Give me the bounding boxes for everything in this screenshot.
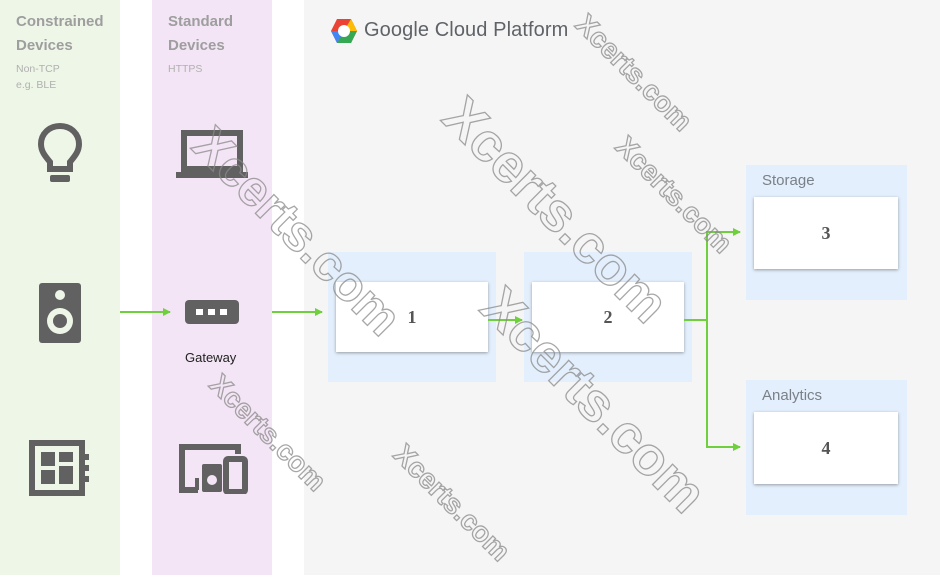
analytics-label: Analytics [762, 387, 823, 404]
gateway-label: Gateway [185, 350, 237, 365]
box-2-label: 2 [603, 306, 613, 327]
constrained-subtitle-line2: e.g. BLE [16, 79, 57, 91]
box-1: 1 [336, 282, 488, 352]
box-4: 4 [754, 412, 898, 484]
constrained-devices-title: Constrained Devices [16, 13, 104, 54]
storage-label: Storage [762, 172, 815, 189]
standard-devices-title: Standard Devices [168, 13, 234, 54]
laptop-icon [176, 130, 248, 180]
gcp-logo-text: Google Cloud Platform [364, 19, 569, 41]
standard-subtitle: HTTPS [168, 63, 203, 75]
constrained-subtitle-line1: Non-TCP [16, 63, 60, 75]
devices-icon [178, 442, 248, 494]
circuit-board-icon [29, 440, 91, 496]
connector-box2-to-analytics [706, 320, 741, 451]
box-3-label: 3 [821, 222, 831, 243]
box-2: 2 [532, 282, 684, 352]
connector-box2-split [684, 228, 741, 321]
box-3: 3 [754, 197, 898, 269]
box-4-label: 4 [821, 437, 831, 458]
speaker-icon [39, 283, 81, 343]
box-1-label: 1 [407, 306, 417, 327]
gateway-icon [185, 300, 239, 324]
gcp-hexagon-logo-icon [330, 18, 358, 44]
lightbulb-icon [36, 122, 84, 186]
